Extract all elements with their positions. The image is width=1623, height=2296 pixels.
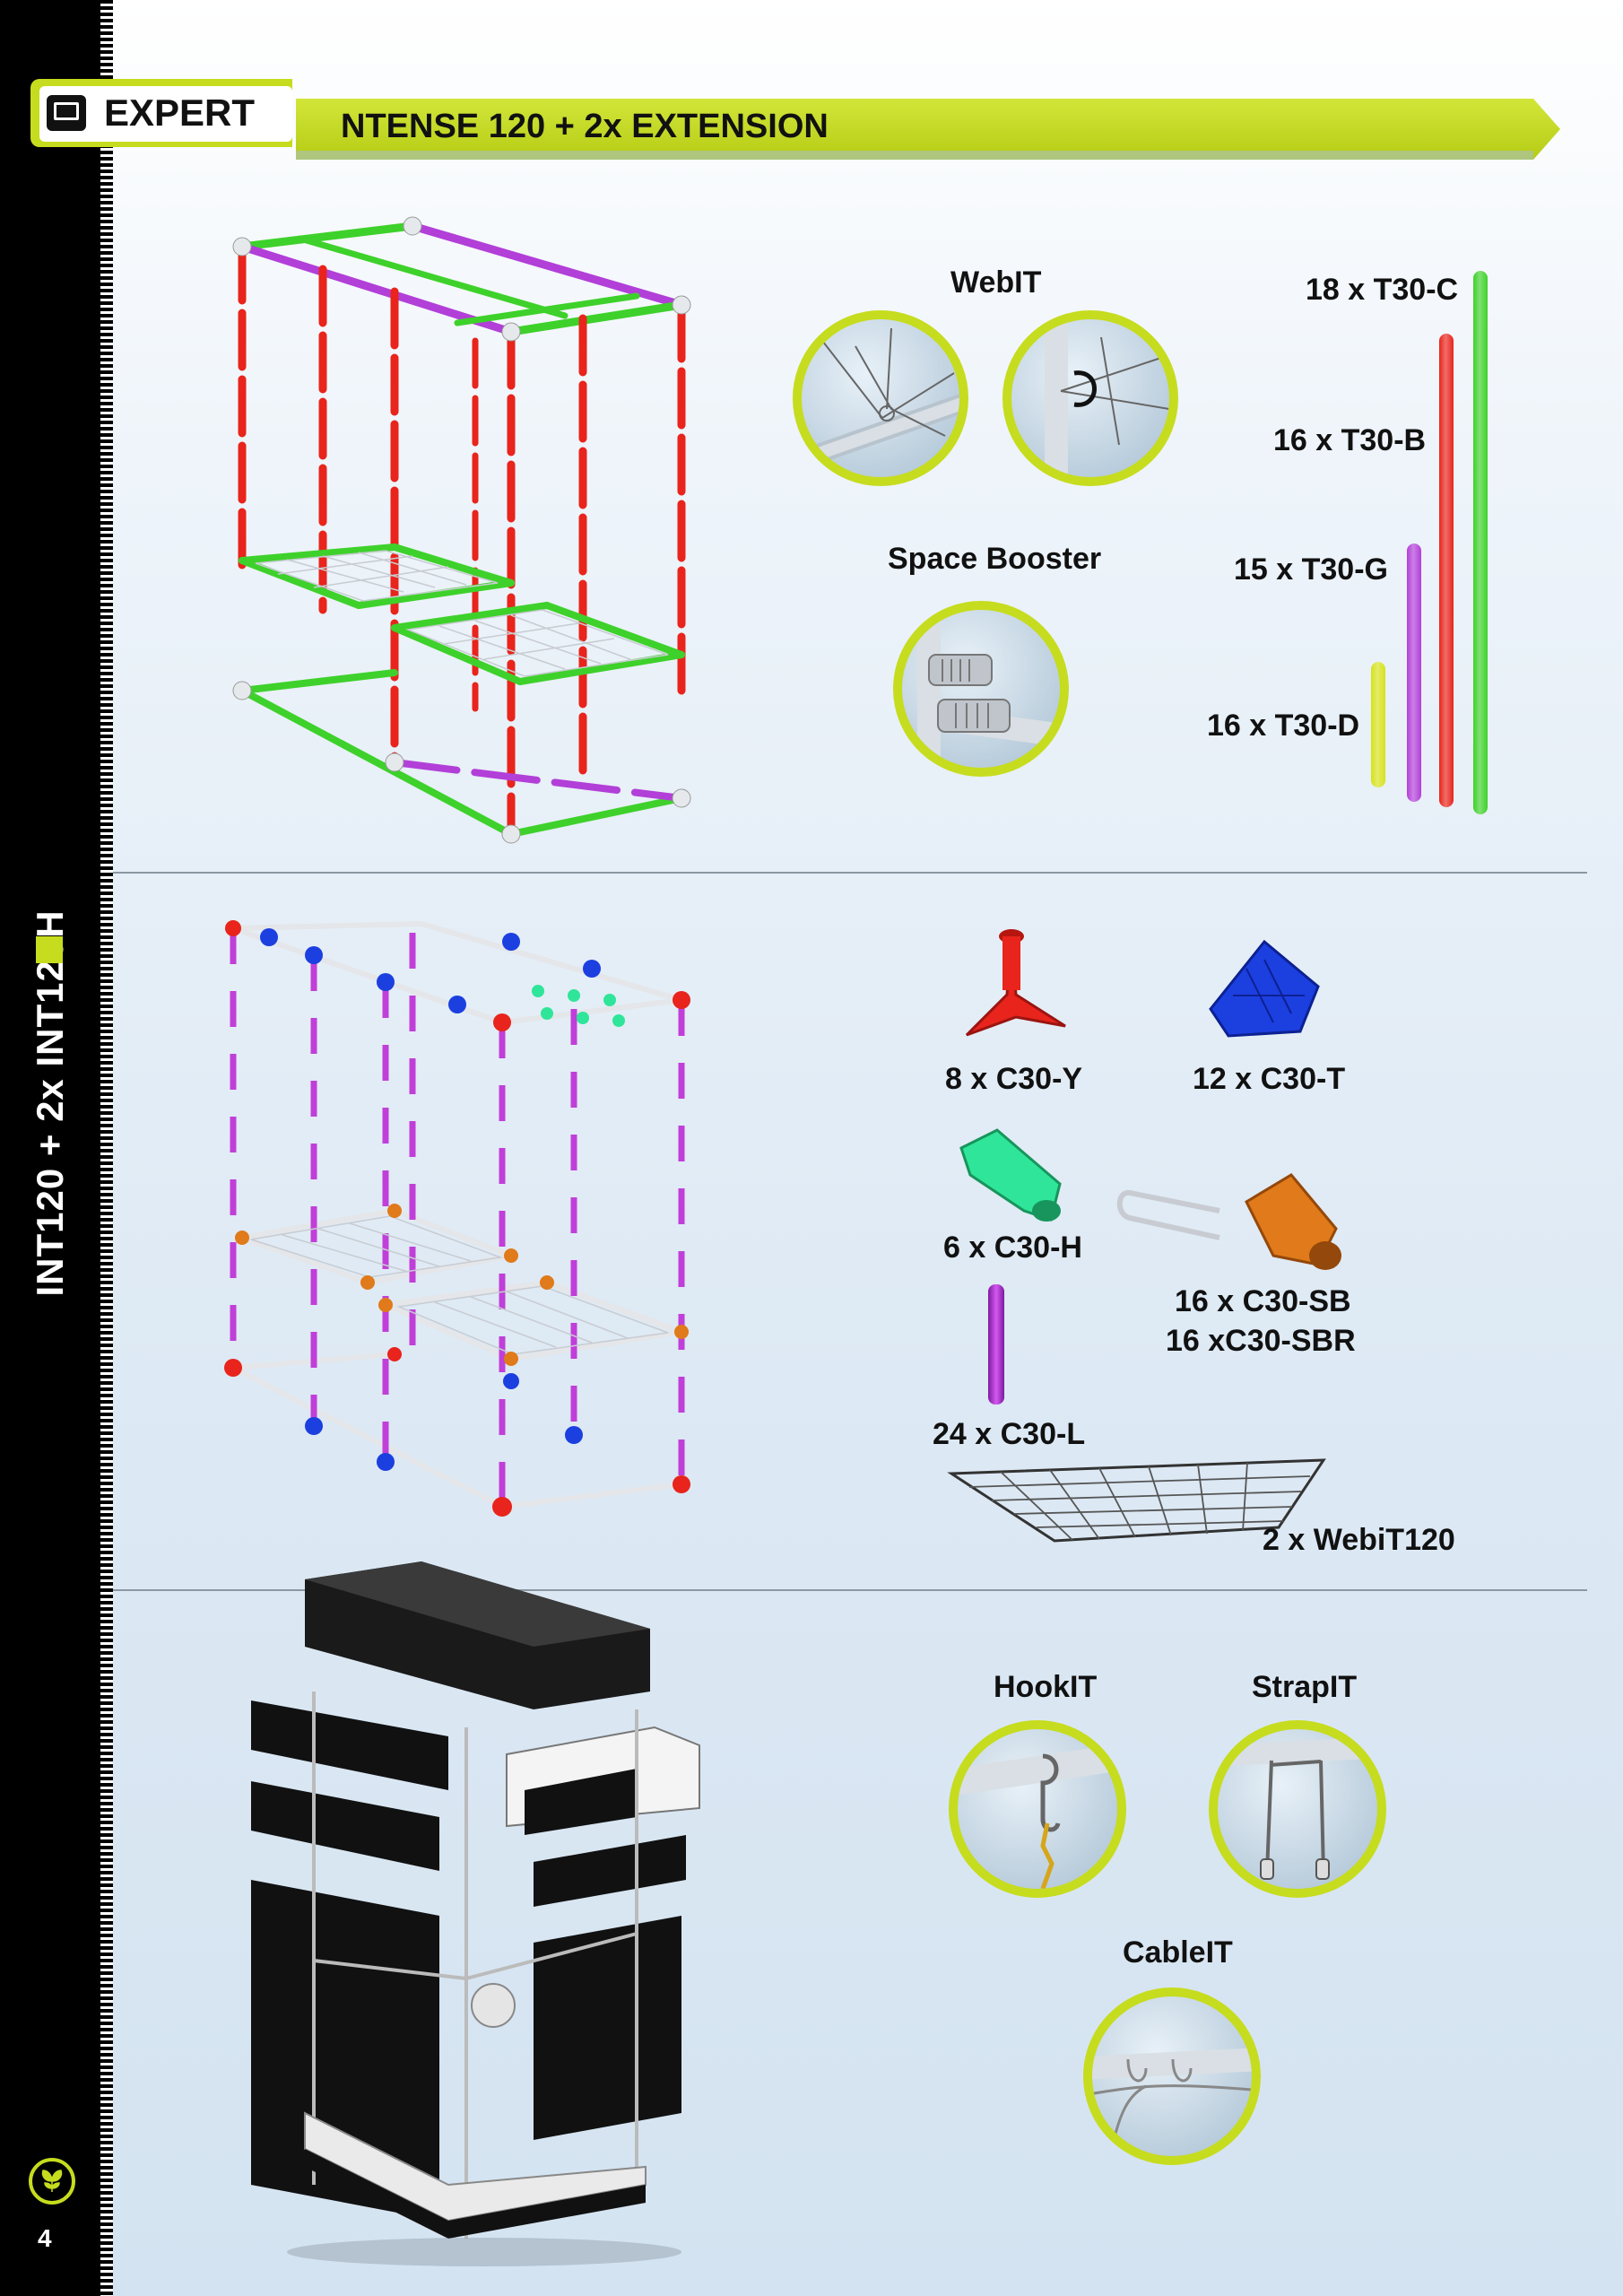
connector-c30-h-icon xyxy=(959,1128,1062,1222)
part-label-c30-sb: 16 x C30-SB xyxy=(1175,1284,1351,1318)
webit-detail-circle-1 xyxy=(793,310,968,486)
connector-c30-l-icon xyxy=(988,1284,1004,1405)
tube-label-t30-d: 16 x T30-D xyxy=(1207,709,1360,743)
part-label-c30-y: 8 x C30-Y xyxy=(945,1062,1083,1096)
tube-label-t30-b: 16 x T30-B xyxy=(1273,423,1427,457)
connector-c30-y-icon xyxy=(965,929,1066,1037)
section-divider-2 xyxy=(113,1589,1587,1591)
tube-label-t30-c: 18 x T30-C xyxy=(1306,273,1459,307)
sidebar-vertical-title: INT120 + 2x INT120H xyxy=(29,909,71,1297)
cableit-detail-circle xyxy=(1083,1987,1261,2165)
tube-t30-d xyxy=(1371,662,1385,787)
sidebar xyxy=(0,0,100,2296)
webit-net-icon xyxy=(947,1458,1326,1543)
header-banner xyxy=(296,99,1560,160)
connector-c30-sb-icon xyxy=(1116,1173,1341,1270)
strapit-detail-circle xyxy=(1209,1720,1386,1898)
level-icon xyxy=(47,95,86,131)
section-divider-1 xyxy=(113,872,1587,874)
tube-frame-illustration xyxy=(232,216,691,844)
sidebar-accent-square xyxy=(36,936,63,963)
connector-c30-t-icon xyxy=(1209,939,1320,1038)
page-number: 4 xyxy=(38,2224,52,2252)
tube-t30-b xyxy=(1439,334,1454,807)
strapit-label: StrapIT xyxy=(1252,1670,1358,1704)
part-label-c30-h: 6 x C30-H xyxy=(943,1231,1082,1265)
webit-detail-circle-2 xyxy=(1002,310,1178,486)
tube-t30-c xyxy=(1473,271,1488,814)
tube-t30-g xyxy=(1407,544,1421,802)
part-label-c30-l: 24 x C30-L xyxy=(933,1417,1086,1451)
part-label-webit120: 2 x WebiT120 xyxy=(1263,1523,1455,1557)
sidebar-tick-strip xyxy=(100,0,113,2296)
part-label-c30-t: 12 x C30-T xyxy=(1193,1062,1346,1096)
page-title: NTENSE 120 + 2x EXTENSION xyxy=(341,108,829,145)
tent-exploded-illustration xyxy=(251,1561,700,2266)
part-label-c30-sbr: 16 xC30-SBR xyxy=(1166,1324,1356,1358)
cableit-label: CableIT xyxy=(1123,1935,1233,1970)
connector-frame-illustration xyxy=(224,920,690,1517)
space-booster-label: Space Booster xyxy=(888,542,1102,576)
leaf-logo-icon xyxy=(29,2158,75,2205)
expert-badge-label: EXPERT xyxy=(104,91,256,134)
hookit-detail-circle xyxy=(949,1720,1126,1898)
tube-label-t30-g: 15 x T30-G xyxy=(1234,552,1388,587)
space-booster-detail-circle xyxy=(893,601,1069,777)
webit-label: WebIT xyxy=(950,265,1042,300)
hookit-label: HookIT xyxy=(994,1670,1098,1704)
